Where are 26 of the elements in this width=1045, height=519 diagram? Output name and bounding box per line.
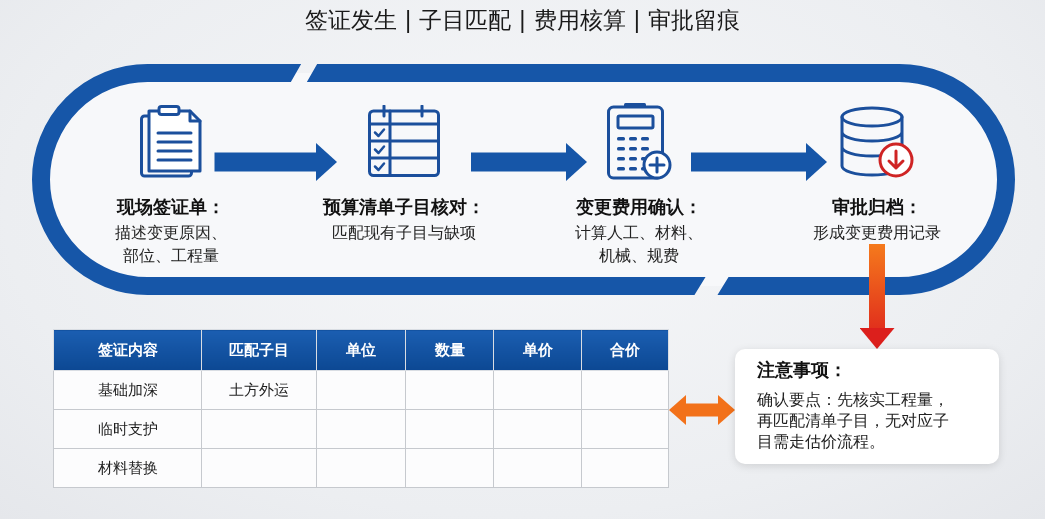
note-heading: 注意事项： — [757, 358, 847, 382]
table-cell: 临时支护 — [53, 409, 202, 449]
step-description: 形成变更费用记录 — [813, 222, 941, 244]
step-description: 描述变更原因、部位、工程量 — [113, 222, 228, 267]
step-description: 匹配现有子目与缺项 — [332, 222, 476, 244]
arrow — [691, 143, 827, 181]
table-cell: 材料替换 — [53, 448, 202, 488]
step-heading: 现场签证单： — [116, 195, 225, 219]
column-header: 数量 — [405, 329, 494, 371]
column-header: 匹配子目 — [201, 329, 317, 371]
table-cell: 土方外运 — [201, 370, 317, 410]
table-cell: 基础加深 — [53, 370, 202, 410]
note-card — [735, 349, 999, 464]
column-header: 单价 — [493, 329, 582, 371]
title: 签证发生 | 子目匹配 | 费用核算 | 审批留痕 — [304, 6, 741, 34]
step-description: 计算人工、材料、机械、规费 — [574, 222, 704, 267]
arrow — [859, 244, 895, 349]
step-heading: 审批归档： — [832, 195, 922, 219]
step-heading: 预算清单子目核对： — [323, 195, 485, 219]
column-header: 签证内容 — [53, 329, 202, 371]
note-text: 确认要点：先核实工程量，再匹配清单子目，无对应子目需走估价流程。 — [757, 390, 949, 453]
arrow — [471, 143, 587, 181]
step-heading: 变更费用确认： — [576, 195, 702, 219]
column-header: 合价 — [581, 329, 669, 371]
double-arrow — [669, 395, 735, 425]
column-header: 单位 — [316, 329, 406, 371]
